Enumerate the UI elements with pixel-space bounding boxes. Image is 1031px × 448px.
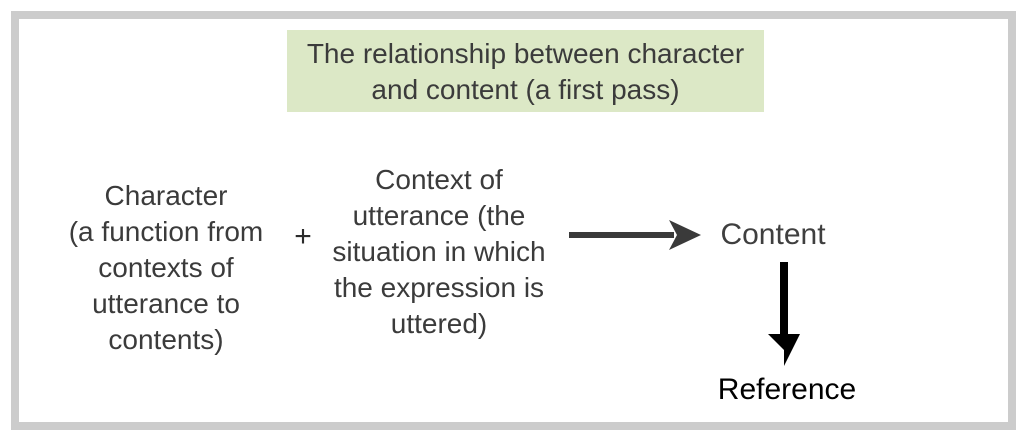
down-arrow-icon [768,262,800,366]
content-node: Content [720,218,826,251]
figure-title: The relationship between character and c… [306,38,745,105]
character-node: Character (a function from contexts of u… [68,180,264,355]
title-box: The relationship between character and c… [287,30,764,112]
plus-operator: + [294,220,312,253]
diagram-frame [11,11,1016,430]
right-arrow-icon [569,220,701,250]
reference-node: Reference [717,373,857,406]
context-node: Context of utterance (the situation in w… [332,164,546,339]
